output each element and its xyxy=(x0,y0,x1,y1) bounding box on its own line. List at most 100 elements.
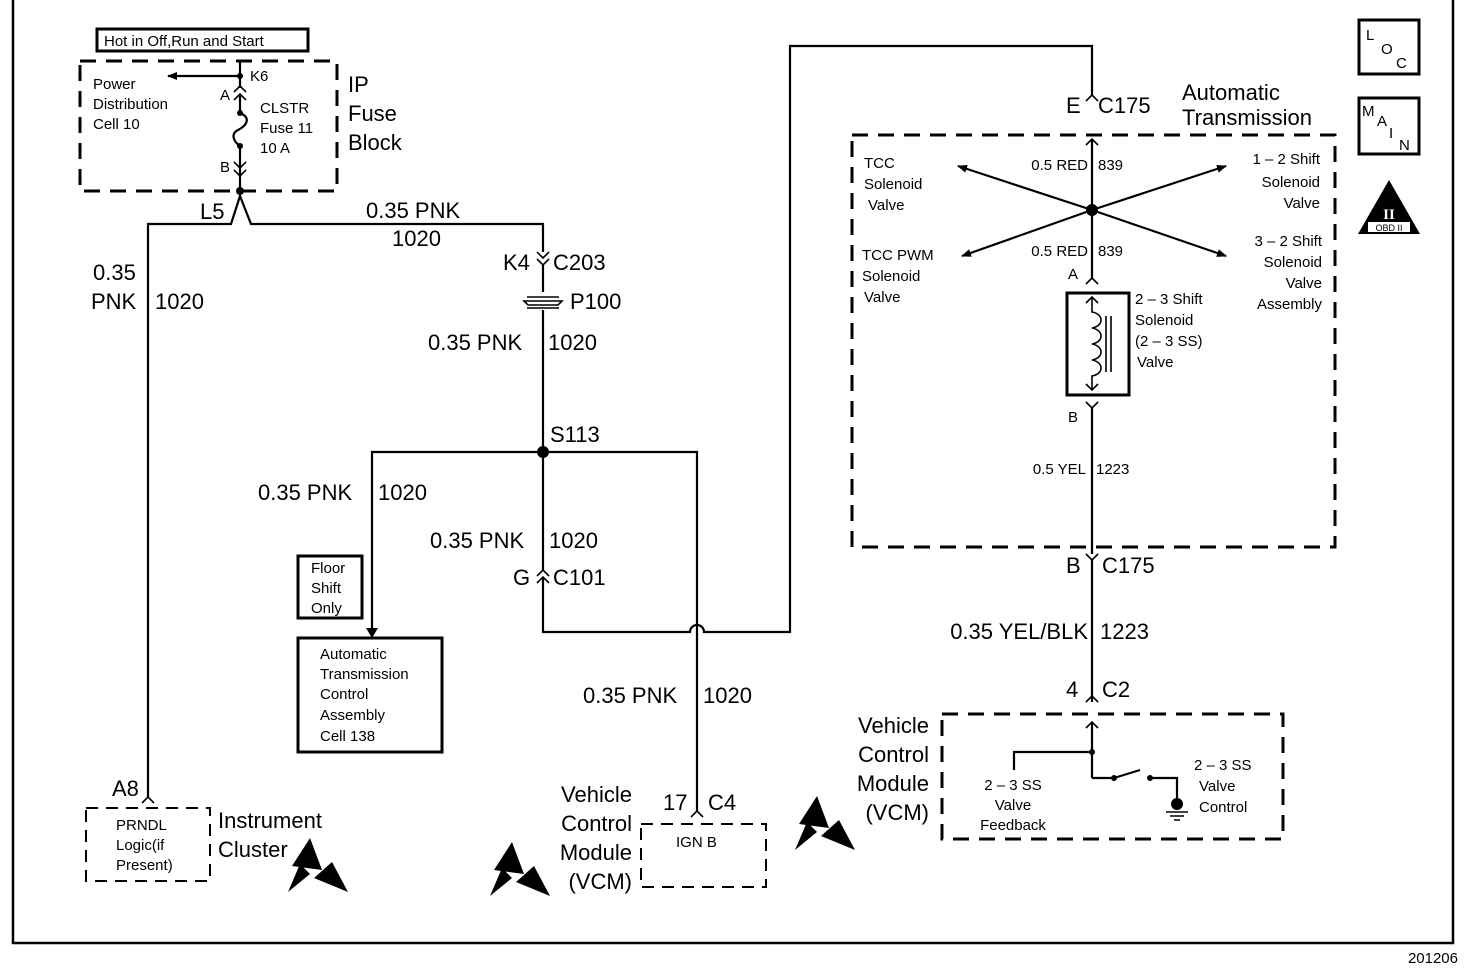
esd-warning-icon xyxy=(795,796,855,850)
vcm-right: Vehicle Control Module (VCM) 2 – 3 SS Va… xyxy=(795,712,1285,850)
connector-b-symbol xyxy=(233,161,247,178)
power-dist-3: Cell 10 xyxy=(93,116,140,133)
ip-fuse-title-3: Block xyxy=(348,130,403,155)
solenoid-pin-a: A xyxy=(1068,266,1078,283)
frame-border xyxy=(11,0,1455,945)
wire-left-color: PNK xyxy=(91,289,137,314)
trans-title-1: Automatic xyxy=(1182,80,1280,105)
wire-floor-circuit: 1020 xyxy=(378,480,427,505)
c2-pin: 4 xyxy=(1066,677,1078,702)
pin-k6: K6 xyxy=(250,68,268,85)
atca-4: Assembly xyxy=(320,707,386,724)
wire-center-upper-circuit: 1020 xyxy=(548,330,597,355)
wire-l5-split xyxy=(146,192,545,300)
floor-shift-note-box xyxy=(296,554,364,620)
shift12-1: 1 – 2 Shift xyxy=(1252,151,1320,168)
control-1: 2 – 3 SS xyxy=(1194,757,1252,774)
floor-shift-1: Floor xyxy=(311,560,345,577)
wire-vcm-drop-circuit: 1020 xyxy=(703,683,752,708)
arrow-12shift xyxy=(1091,164,1227,212)
diagram-id: 201206 xyxy=(1408,950,1458,967)
loc-icon[interactable]: L O C xyxy=(1357,18,1421,76)
pin-a8: A8 xyxy=(112,776,139,801)
vcm-left-ign: IGN B xyxy=(676,834,717,851)
ip-fuse-block-outline xyxy=(78,59,339,193)
tcc-3: Valve xyxy=(868,197,904,214)
svg-text:L: L xyxy=(1366,27,1374,44)
wire-center-lower-gauge: 0.35 PNK xyxy=(430,528,524,553)
c2-name: C2 xyxy=(1102,677,1130,702)
splice-l5: L5 xyxy=(200,199,224,224)
feedback-1: 2 – 3 SS xyxy=(984,777,1042,794)
c203-name: C203 xyxy=(553,250,606,275)
wire-center-lower-circuit: 1020 xyxy=(549,528,598,553)
wire-trans-mid-gauge: 0.5 RED xyxy=(1031,243,1088,260)
tcc-2: Solenoid xyxy=(864,176,922,193)
trans-title-2: Transmission xyxy=(1182,105,1312,130)
main-icon[interactable]: M A I N xyxy=(1357,96,1421,156)
s113-name: S113 xyxy=(550,422,600,447)
wire-trans-lower-circuit: 1223 xyxy=(1096,461,1129,478)
vcm-right-title-4: (VCM) xyxy=(865,800,929,825)
solenoid-23-box xyxy=(1065,291,1131,397)
svg-text:C: C xyxy=(1396,55,1407,72)
wire-top-gauge: 0.35 PNK xyxy=(366,198,460,223)
svg-text:OBD II: OBD II xyxy=(1375,223,1402,233)
vcm-right-title-1: Vehicle xyxy=(858,713,929,738)
hot-in-label: Hot in Off,Run and Start xyxy=(104,33,265,50)
obd-ii-icon[interactable]: II OBD II xyxy=(1358,180,1420,234)
wire-to-transmission xyxy=(541,44,1094,634)
c101-pin: G xyxy=(513,565,530,590)
tccpwm-1: TCC PWM xyxy=(862,247,934,264)
tccpwm-2: Solenoid xyxy=(862,268,920,285)
control-2: Valve xyxy=(1199,778,1235,795)
switch-icon xyxy=(1113,768,1141,780)
c175-bot-name: C175 xyxy=(1102,553,1155,578)
wire-vcm-drop-gauge: 0.35 PNK xyxy=(583,683,677,708)
transmission-outline xyxy=(850,133,1337,549)
floor-shift-2: Shift xyxy=(311,580,342,597)
atca-5: Cell 138 xyxy=(320,728,375,745)
svg-text:A: A xyxy=(1377,113,1387,130)
ip-fuse-block: Hot in Off,Run and Start IP Fuse Block P… xyxy=(78,27,403,195)
wire-trans-upper-gauge: 0.5 RED xyxy=(1031,157,1088,174)
wire-top-circuit: 1020 xyxy=(392,226,441,251)
wire-trans-mid-circuit: 839 xyxy=(1098,243,1123,260)
atca-1: Automatic xyxy=(320,646,387,663)
shift23-3: (2 – 3 SS) xyxy=(1135,333,1203,350)
c175-bot-pin: B xyxy=(1066,553,1081,578)
wire-trans-lower-gauge: 0.5 YEL xyxy=(1033,461,1086,478)
control-3: Control xyxy=(1199,799,1247,816)
vcm-left: IGN B Vehicle Control Module (VCM) xyxy=(490,782,767,896)
wire-vcm-feed-circuit: 1223 xyxy=(1100,619,1149,644)
prndl-2: Logic(if xyxy=(116,837,165,854)
arrow-32shift xyxy=(1091,208,1227,258)
shift32-2: Solenoid xyxy=(1264,254,1322,271)
power-dist-1: Power xyxy=(93,76,136,93)
shift32-3: Valve xyxy=(1286,275,1322,292)
shift12-3: Valve xyxy=(1284,195,1320,212)
wire-center-upper-gauge: 0.35 PNK xyxy=(428,330,522,355)
svg-text:I: I xyxy=(1389,125,1393,142)
hot-in-box xyxy=(95,27,310,53)
vcm-right-title-3: Module xyxy=(857,771,929,796)
tccpwm-3: Valve xyxy=(864,289,900,306)
wire-left-gauge: 0.35 xyxy=(93,260,136,285)
pin-b: B xyxy=(220,159,230,176)
tcc-1: TCC xyxy=(864,155,895,172)
atca-box xyxy=(296,636,444,754)
c4-name: C4 xyxy=(708,790,736,815)
wire-left-circuit: 1020 xyxy=(155,289,204,314)
ground-icon xyxy=(1171,798,1183,810)
wire-s113-branches xyxy=(370,450,699,630)
solenoid-coil-icon xyxy=(1091,297,1102,390)
vcm-right-outline xyxy=(940,712,1285,841)
wire-vcm-feed-gauge: 0.35 YEL/BLK xyxy=(950,619,1088,644)
c203-pin: K4 xyxy=(503,250,530,275)
fuse-label-2: Fuse 11 xyxy=(260,120,313,137)
vcm-left-outline xyxy=(640,823,767,888)
ip-fuse-title-1: IP xyxy=(348,72,369,97)
pin-a: A xyxy=(220,87,230,104)
p100-name: P100 xyxy=(570,289,621,314)
